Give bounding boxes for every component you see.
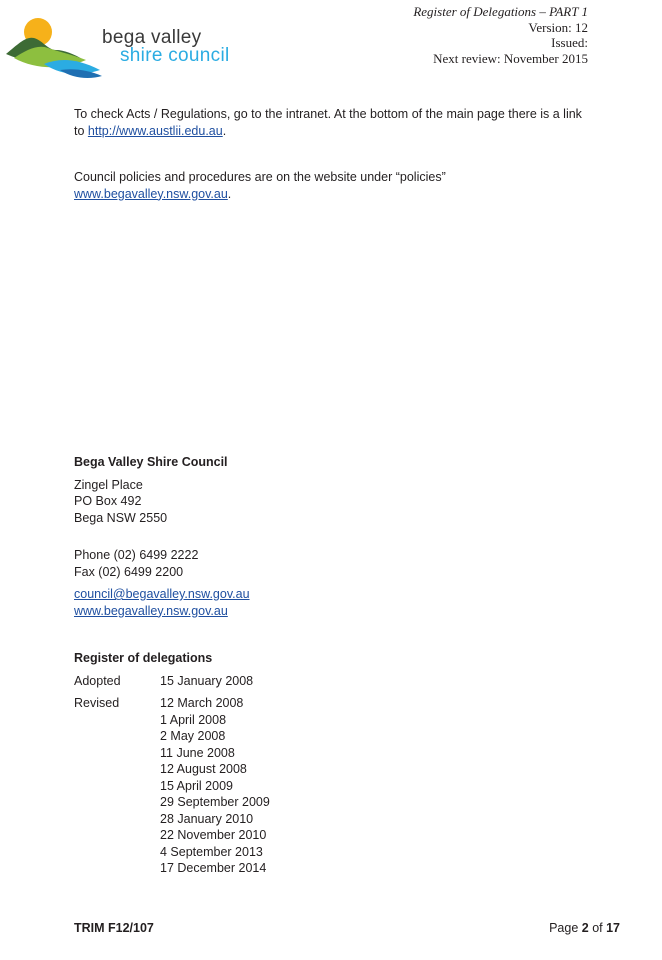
acts-text-prefix: to bbox=[74, 123, 88, 138]
page-total: 17 bbox=[606, 921, 620, 935]
revised-date: 15 April 2009 bbox=[160, 778, 233, 793]
page-footer: TRIM F12/107 Page 2 of 17 bbox=[74, 921, 620, 935]
revised-dates-list: 12 March 2008 1 April 2008 2 May 2008 11… bbox=[160, 695, 270, 877]
page-of: of bbox=[588, 921, 607, 935]
email-link[interactable]: council@begavalley.nsw.gov.au bbox=[74, 587, 250, 601]
logo-line1: bega valley bbox=[102, 27, 202, 48]
revised-date: 29 September 2009 bbox=[160, 795, 270, 809]
address-line2: PO Box 492 bbox=[74, 494, 142, 508]
page-number: Page 2 of 17 bbox=[549, 921, 620, 935]
website-link[interactable]: www.begavalley.nsw.gov.au bbox=[74, 603, 228, 618]
austlii-link[interactable]: http://www.austlii.edu.au bbox=[87, 123, 223, 138]
hills-sun-icon bbox=[6, 18, 102, 78]
contact-block: Bega Valley Shire Council Zingel Place P… bbox=[74, 454, 594, 619]
council-logo: bega valley shire council bbox=[4, 14, 244, 80]
policies-suffix: . bbox=[227, 186, 232, 201]
adopted-row: Adopted 15 January 2008 bbox=[74, 673, 594, 690]
policies-paragraph: Council policies and procedures are on t… bbox=[74, 169, 594, 202]
phone: Phone (02) 6499 2222 bbox=[74, 548, 199, 562]
contact-heading: Bega Valley Shire Council bbox=[74, 455, 228, 469]
revised-date: 22 November 2010 bbox=[160, 828, 267, 842]
adopted-label: Adopted bbox=[74, 673, 121, 688]
logo-line2: shire council bbox=[120, 45, 230, 66]
next-review: Next review: November 2015 bbox=[433, 50, 588, 66]
acts-paragraph: To check Acts / Regulations, go to the i… bbox=[74, 106, 594, 139]
revised-date: 11 June 2008 bbox=[160, 745, 235, 760]
revised-date: 4 September 2013 bbox=[160, 844, 263, 859]
trim-reference: TRIM F12/107 bbox=[74, 921, 154, 935]
register-heading: Register of delegations bbox=[74, 651, 213, 665]
page-current: 2 bbox=[581, 921, 589, 935]
acts-text: To check Acts / Regulations, go to the i… bbox=[74, 107, 582, 121]
page-prefix: Page bbox=[549, 921, 582, 935]
issued: Issued: bbox=[551, 35, 588, 50]
revised-date: 17 December 2014 bbox=[160, 861, 267, 875]
policies-text: Council policies and procedures are on t… bbox=[74, 170, 446, 184]
acts-text-suffix: . bbox=[222, 123, 227, 138]
address-line1: Zingel Place bbox=[74, 477, 143, 492]
version: Version: 12 bbox=[528, 19, 588, 35]
revised-date: 1 April 2008 bbox=[160, 712, 227, 727]
revised-label: Revised bbox=[74, 696, 120, 710]
document-header-info: Register of Delegations – PART 1 Version… bbox=[413, 4, 588, 66]
revised-row: Revised 12 March 2008 1 April 2008 2 May… bbox=[74, 695, 594, 877]
fax: Fax (02) 6499 2200 bbox=[74, 564, 184, 579]
register-block: Register of delegations Adopted 15 Janua… bbox=[74, 650, 594, 877]
revised-date: 12 March 2008 bbox=[160, 696, 244, 710]
adopted-date: 15 January 2008 bbox=[160, 673, 254, 688]
address-line3: Bega NSW 2550 bbox=[74, 510, 168, 525]
revised-date: 12 August 2008 bbox=[160, 762, 247, 776]
revised-date: 2 May 2008 bbox=[160, 729, 226, 743]
council-website-link[interactable]: www.begavalley.nsw.gov.au bbox=[74, 186, 228, 201]
revised-date: 28 January 2010 bbox=[160, 811, 254, 826]
register-title: Register of Delegations – PART 1 bbox=[413, 4, 588, 19]
